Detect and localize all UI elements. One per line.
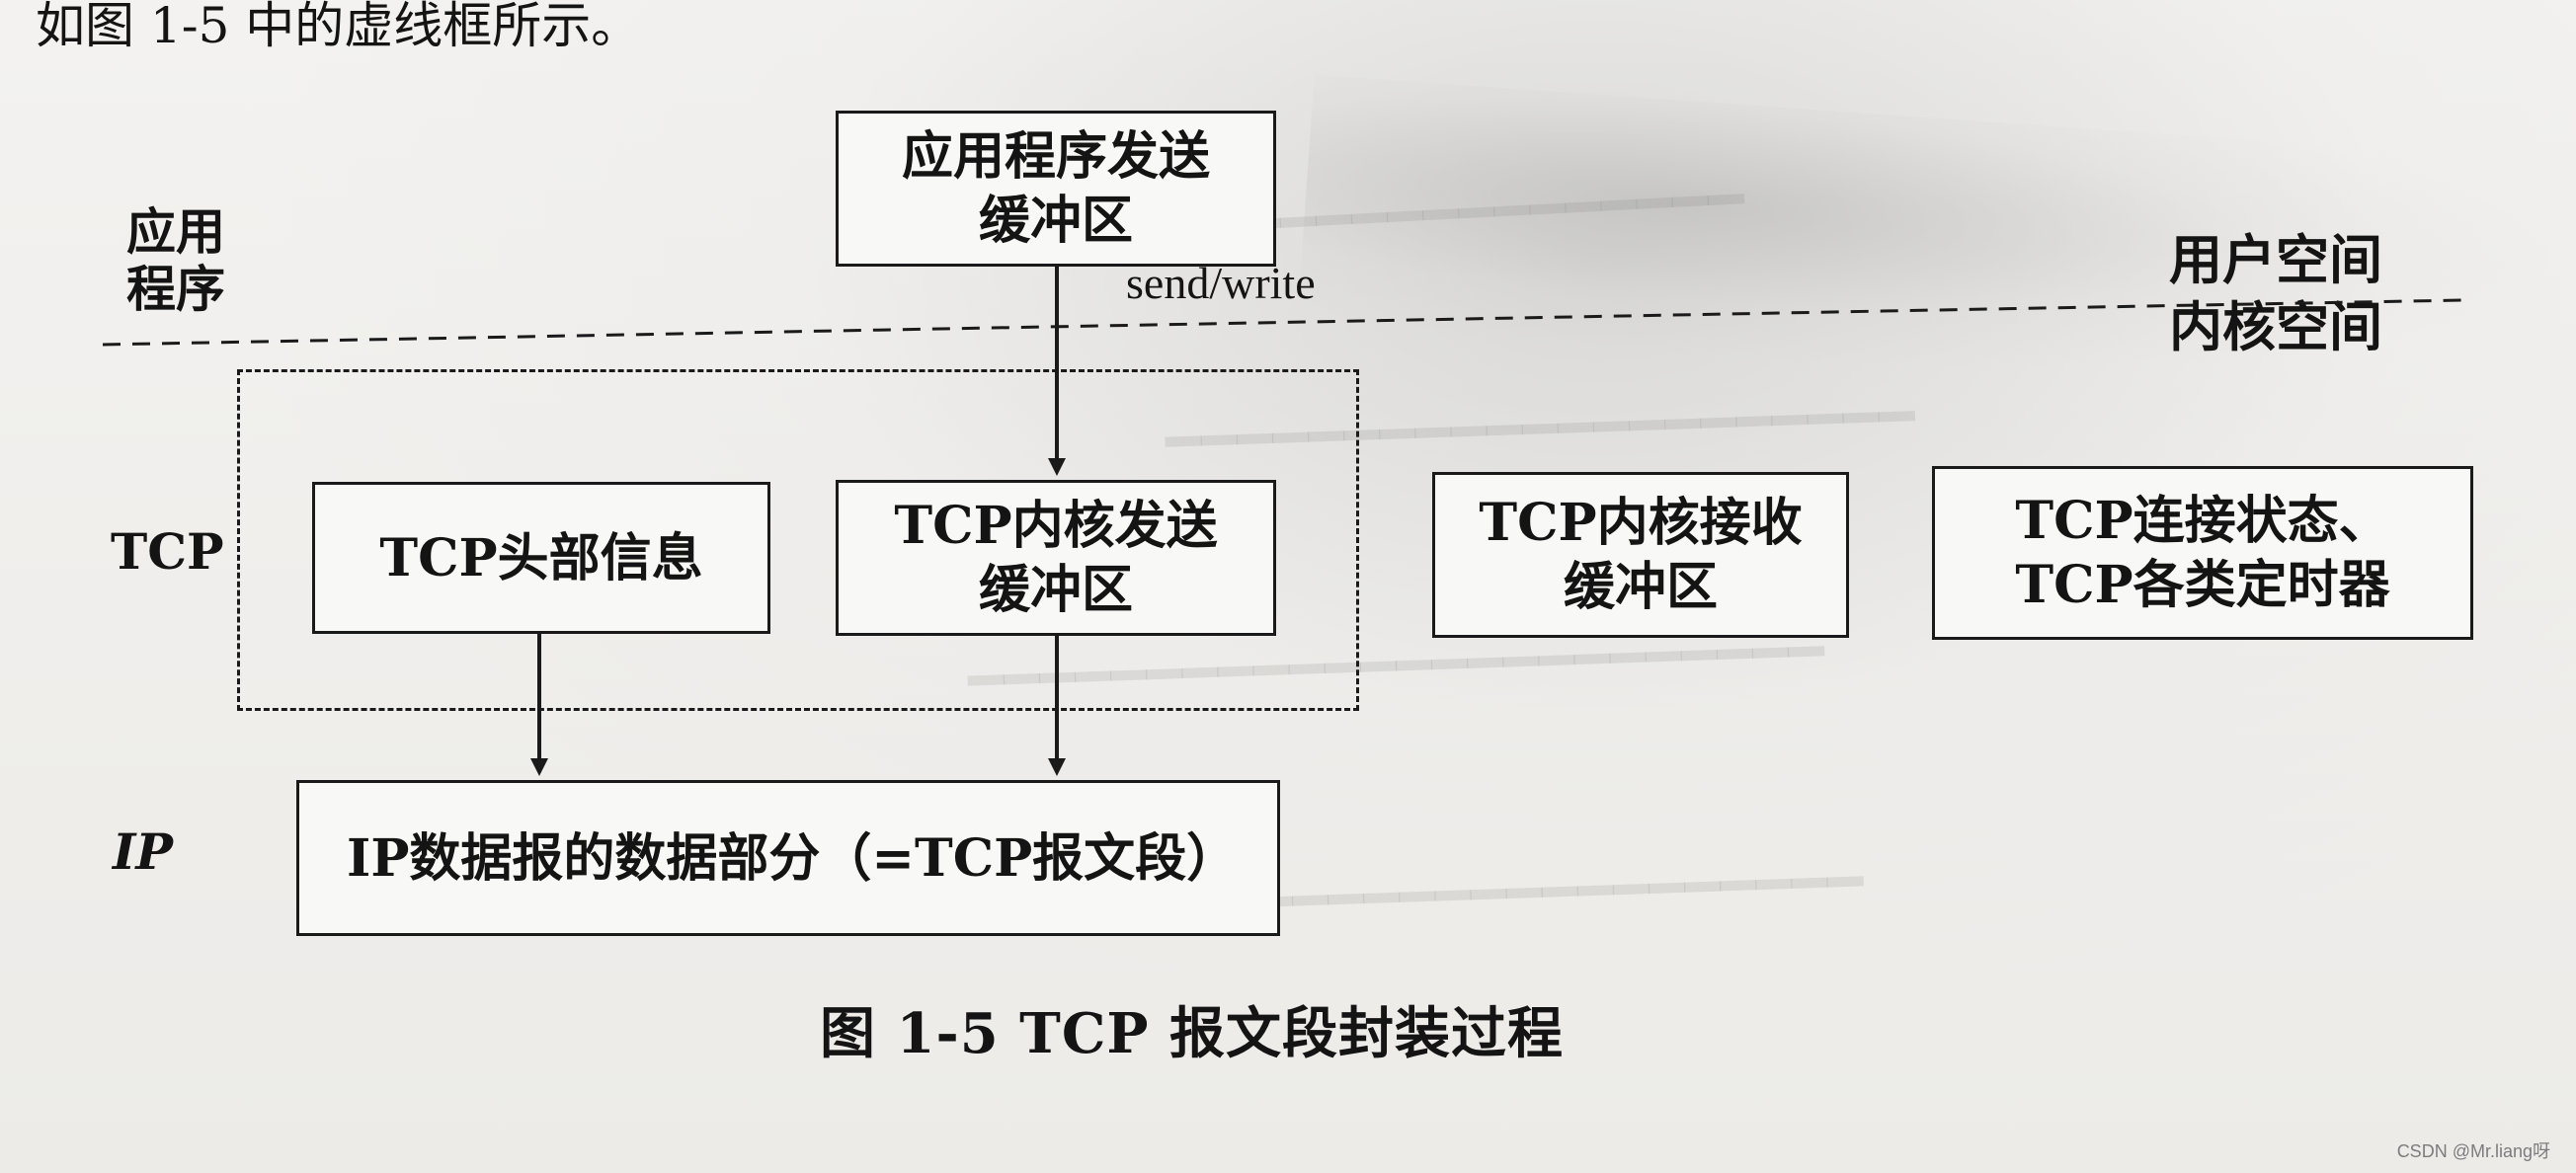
csdn-watermark: CSDN @Mr.liang呀: [2396, 1141, 2550, 1161]
tcp-layer-label: TCP: [111, 522, 224, 581]
kernel-space-label: 内核空间: [2169, 295, 2382, 358]
top-text-snippet: 如图 1-5 中的虚线框所示。: [36, 0, 641, 54]
tcp-state-timers-box: TCP连接状态、 TCP各类定时器: [1932, 466, 2473, 640]
tcp-recv-buffer-box: TCP内核接收 缓冲区: [1432, 472, 1849, 638]
app-send-buffer-box: 应用程序发送 缓冲区: [836, 111, 1276, 267]
tcp-layer-dashed-frame: [237, 369, 1359, 711]
user-space-label: 用户空间: [2169, 228, 2382, 291]
ip-layer-label: IP: [113, 822, 173, 881]
ip-datagram-box: IP数据报的数据部分（=TCP报文段）: [296, 780, 1280, 936]
tcp-send-buffer-box: TCP内核发送 缓冲区: [836, 480, 1276, 636]
app-layer-label: 应用 程序: [126, 202, 225, 318]
figure-caption: 图 1-5 TCP 报文段封装过程: [820, 1001, 1565, 1066]
send-write-label: send/write: [1126, 258, 1316, 308]
tcp-header-box: TCP头部信息: [312, 482, 770, 634]
